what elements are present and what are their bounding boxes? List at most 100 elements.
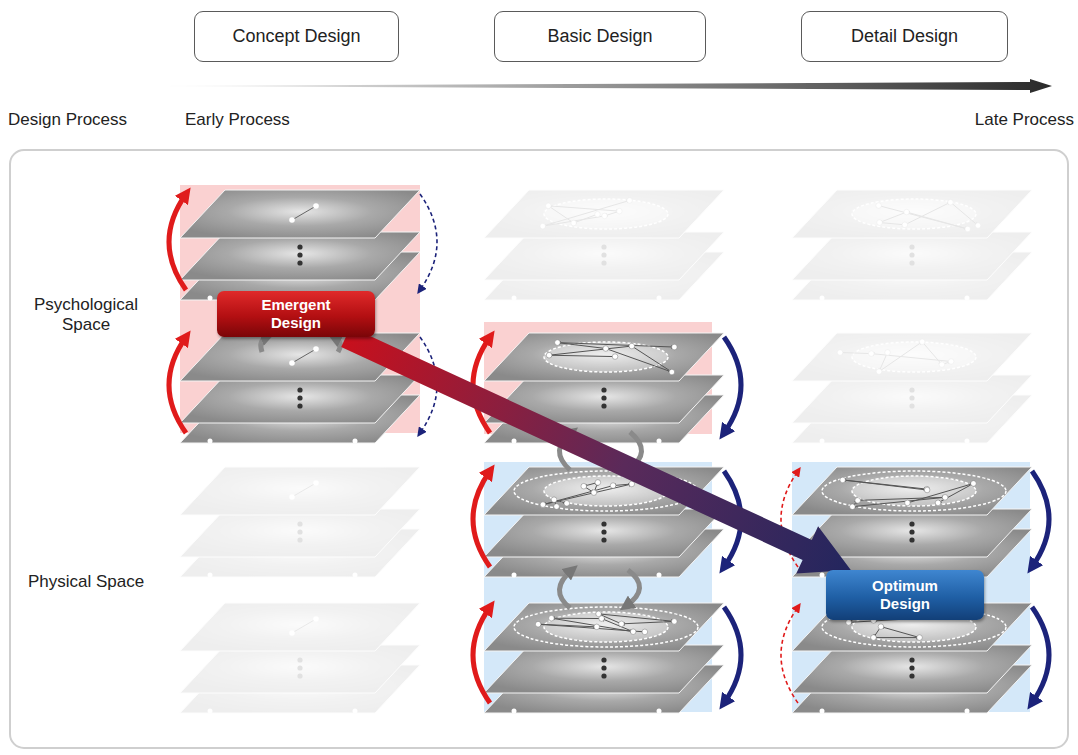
- layer-stack: [180, 603, 420, 714]
- ellipsis-dot: [601, 252, 606, 257]
- ellipsis-dot: [601, 657, 606, 662]
- relation-line: [543, 486, 613, 505]
- cluster-ellipse: [822, 471, 1006, 511]
- element-dot: [671, 619, 677, 625]
- layer-stack: [180, 190, 420, 301]
- cluster-ellipse: [852, 199, 976, 229]
- element-dot: [878, 624, 884, 630]
- element-dot: [917, 635, 923, 641]
- element-dot: [546, 203, 552, 209]
- element-dot: [555, 340, 561, 346]
- ellipsis-dot: [909, 244, 914, 249]
- element-dot: [512, 439, 517, 444]
- element-dot: [942, 495, 948, 501]
- element-dot: [512, 709, 517, 714]
- element-dot: [965, 226, 971, 232]
- emergent-design-box: Emergent Design: [217, 291, 375, 337]
- element-dot: [289, 630, 295, 636]
- layer-plate: [792, 375, 1032, 423]
- relation-line: [880, 212, 907, 222]
- element-dot: [876, 203, 882, 209]
- element-dot: [554, 504, 560, 510]
- axis-label: Design Process: [8, 110, 127, 130]
- layer-plate: [484, 232, 724, 280]
- element-dot: [850, 504, 856, 510]
- cluster-ellipse: [514, 607, 698, 647]
- ellipsis-dot: [297, 521, 302, 526]
- element-dot: [877, 220, 883, 226]
- relation-line: [907, 212, 968, 229]
- ellipsis-dot: [909, 395, 914, 400]
- downward-arrow: [724, 607, 741, 703]
- relation-line: [548, 206, 573, 223]
- element-dot: [591, 490, 597, 496]
- relation-line: [938, 483, 973, 502]
- element-dot: [629, 343, 635, 349]
- relation-line: [538, 624, 597, 627]
- node-text: Concept Design: [232, 26, 360, 48]
- ellipsis-dot: [297, 537, 302, 542]
- layer-plate: [180, 375, 420, 423]
- ellipsis-dot: [909, 529, 914, 534]
- element-dot: [948, 359, 954, 365]
- relation-line: [549, 355, 615, 356]
- ellipsis-dot: [297, 387, 302, 392]
- space-label: Psychological Space: [22, 295, 150, 336]
- downward-arrow: [724, 337, 741, 433]
- element-dot: [948, 199, 954, 205]
- element-dot: [868, 351, 874, 357]
- layer-plate: [180, 645, 420, 693]
- downward-arrow: [420, 194, 437, 290]
- relation-line: [599, 614, 675, 622]
- layer-plate: [484, 333, 724, 381]
- relation-line: [551, 618, 601, 619]
- element-dot: [610, 483, 616, 489]
- element-dot: [313, 480, 319, 486]
- relation-line: [632, 346, 672, 372]
- interaction-arrow: [626, 570, 640, 606]
- element-dot: [564, 500, 570, 506]
- downward-arrow: [1032, 607, 1049, 703]
- layer-stack: [484, 190, 724, 301]
- element-dot: [902, 222, 908, 228]
- layer-plate: [484, 509, 724, 557]
- ellipsis-dot: [601, 395, 606, 400]
- element-dot: [313, 346, 319, 352]
- relation-line: [543, 484, 632, 505]
- element-dot: [353, 439, 358, 444]
- cluster-ellipse: [852, 342, 976, 372]
- element-dot: [594, 624, 600, 630]
- relation-line: [840, 353, 871, 354]
- relation-line: [843, 480, 927, 490]
- element-dot: [855, 498, 861, 504]
- element-dot: [595, 480, 601, 486]
- cluster-ellipse: [544, 199, 668, 229]
- interaction-arrow: [334, 337, 340, 352]
- element-dot: [612, 354, 618, 360]
- element-dot: [820, 573, 825, 578]
- element-dot: [546, 352, 552, 358]
- relation-line: [621, 621, 674, 623]
- red-ground: [180, 185, 420, 433]
- relation-line: [843, 480, 927, 489]
- layer-stack: [180, 467, 420, 578]
- element-dot: [208, 439, 213, 444]
- element-dot: [935, 500, 941, 506]
- layer-plate: [484, 645, 724, 693]
- layer-plate: [792, 190, 1032, 238]
- element-dot: [208, 296, 213, 301]
- element-dot: [619, 621, 625, 627]
- relation-line: [292, 619, 316, 633]
- ellipsis-dot: [909, 537, 914, 542]
- ellipsis-dot: [909, 665, 914, 670]
- element-dot: [313, 203, 319, 209]
- element-dot: [669, 369, 675, 375]
- layer-plate: [792, 467, 1032, 515]
- ellipsis-dot: [601, 403, 606, 408]
- interaction-arrow: [559, 570, 572, 608]
- node-text: Emergent Design: [248, 296, 344, 332]
- timeline-arrow: [150, 79, 1052, 93]
- element-dot: [595, 211, 601, 217]
- phase-box: Detail Design: [801, 11, 1008, 62]
